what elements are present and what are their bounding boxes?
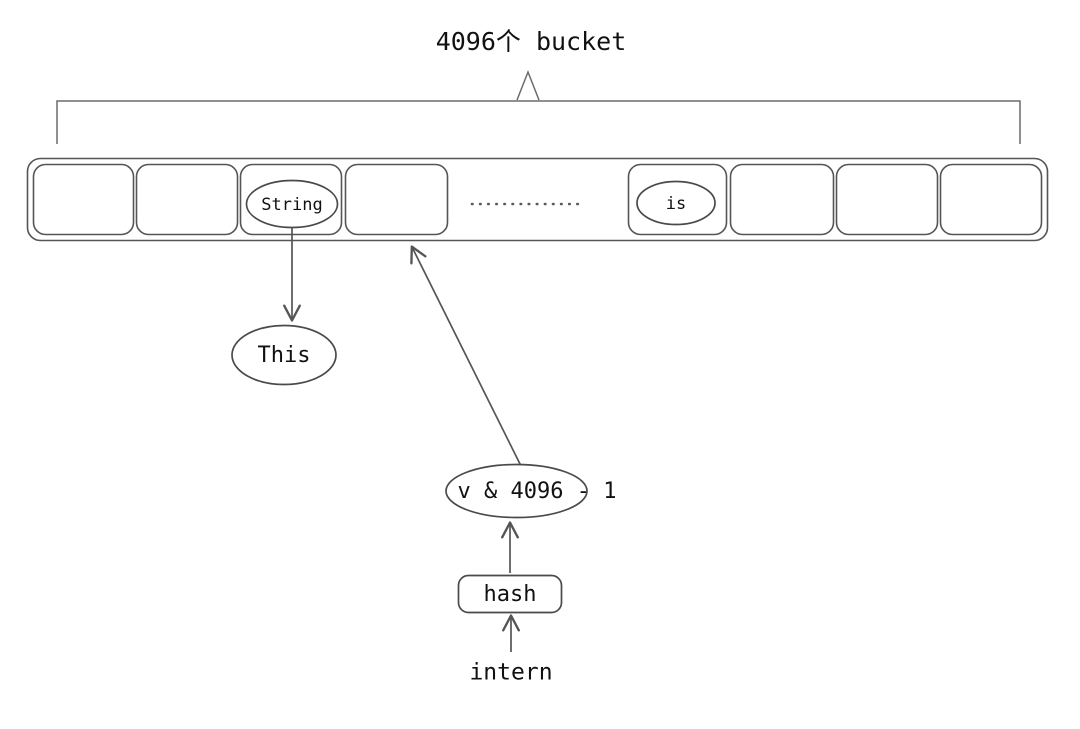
string-entry-label: String bbox=[261, 195, 322, 215]
this-node[interactable] bbox=[231, 324, 337, 386]
is-entry-label: is bbox=[666, 194, 686, 214]
brace-span-line bbox=[56, 100, 1021, 144]
bucket-3[interactable] bbox=[344, 163, 449, 236]
bucket-n-1[interactable] bbox=[835, 163, 939, 236]
bucket-span-brace bbox=[56, 69, 1021, 144]
hash-node-label: hash bbox=[484, 582, 537, 607]
bucket-n[interactable] bbox=[939, 163, 1043, 236]
edge-index-to-bucket bbox=[410, 245, 524, 471]
this-node-label: This bbox=[258, 343, 311, 368]
bucket-1[interactable] bbox=[135, 163, 239, 236]
brace-caret-icon bbox=[516, 69, 540, 101]
bucket-0[interactable] bbox=[32, 163, 135, 236]
hash-node[interactable] bbox=[457, 574, 563, 614]
intern-node-label: intern bbox=[469, 660, 552, 686]
index-expression-node[interactable] bbox=[445, 463, 588, 519]
is-entry-node[interactable] bbox=[636, 180, 716, 226]
bucket-array-caption: 4096个 bucket bbox=[436, 27, 627, 56]
index-expression-label: v & 4096 - 1 bbox=[458, 479, 617, 504]
bucket-n-2[interactable] bbox=[729, 163, 835, 236]
string-entry-node[interactable] bbox=[245, 179, 339, 229]
